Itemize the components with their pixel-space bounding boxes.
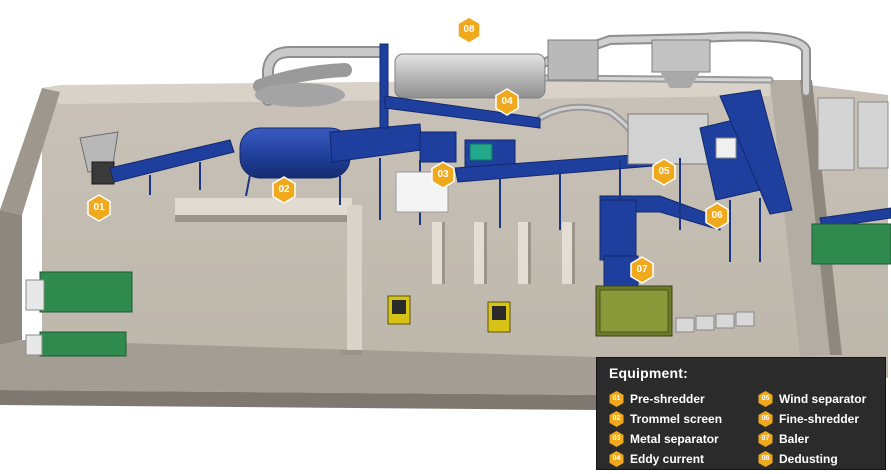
support-legs [149,158,761,262]
legend-item-eddy-current: 04 Eddy current [608,450,704,468]
storage-bays [432,222,572,284]
legend-item-pre-shredder: 01 Pre-shredder [608,390,705,408]
legend-item-baler: 07 Baler [757,430,809,448]
dedusting-ducts [253,31,811,144]
legend-title: Equipment: [609,365,688,381]
legend-item-wind-separator: 05 Wind separator [757,390,866,408]
bales [675,311,755,333]
marker-dedusting: 08 [456,16,482,44]
hexagon-icon: 07 [757,430,774,448]
marker-trommel-screen: 02 [271,176,297,204]
hexagon-icon: 03 [608,430,625,448]
hexagon-icon: 02 [608,410,625,428]
hexagon-icon: 05 [757,390,774,408]
front-wall [0,340,596,395]
legend-label: Metal separator [630,432,719,446]
legend-label: Baler [779,432,810,446]
legend-item-trommel-screen: 02 Trommel screen [608,410,722,428]
hexagon-icon: 01 [608,390,625,408]
legend-label: Pre-shredder [630,392,705,406]
dedusting-unit [255,39,711,107]
outside-units [817,97,889,171]
legend-label: Fine-shredder [779,412,860,426]
hexagon-icon: 08 [757,450,774,468]
marker-baler: 07 [629,256,655,284]
legend-item-fine-shredder: 06 Fine-shredder [757,410,859,428]
right-wall [770,80,830,357]
marker-fine-shredder: 06 [704,202,730,230]
equipment-legend: Equipment: 01 Pre-shredder 02 Trommel sc… [596,357,886,470]
forklifts [387,295,511,333]
marker-pre-shredder: 01 [86,194,112,222]
hexagon-icon: 06 [757,410,774,428]
legend-label: Trommel screen [630,412,723,426]
legend-label: Eddy current [630,452,705,466]
legend-label: Dedusting [779,452,838,466]
legend-label: Wind separator [779,392,867,406]
left-wall [0,88,60,215]
partition-wall [175,198,352,215]
legend-item-dedusting: 08 Dedusting [757,450,838,468]
hexagon-icon: 04 [608,450,625,468]
legend-item-metal-separator: 03 Metal separator [608,430,719,448]
marker-wind-separator: 05 [651,158,677,186]
process-machinery [79,43,891,337]
marker-eddy-current: 04 [494,88,520,116]
marker-metal-separator: 03 [430,161,456,189]
garbage-trucks [25,223,891,357]
